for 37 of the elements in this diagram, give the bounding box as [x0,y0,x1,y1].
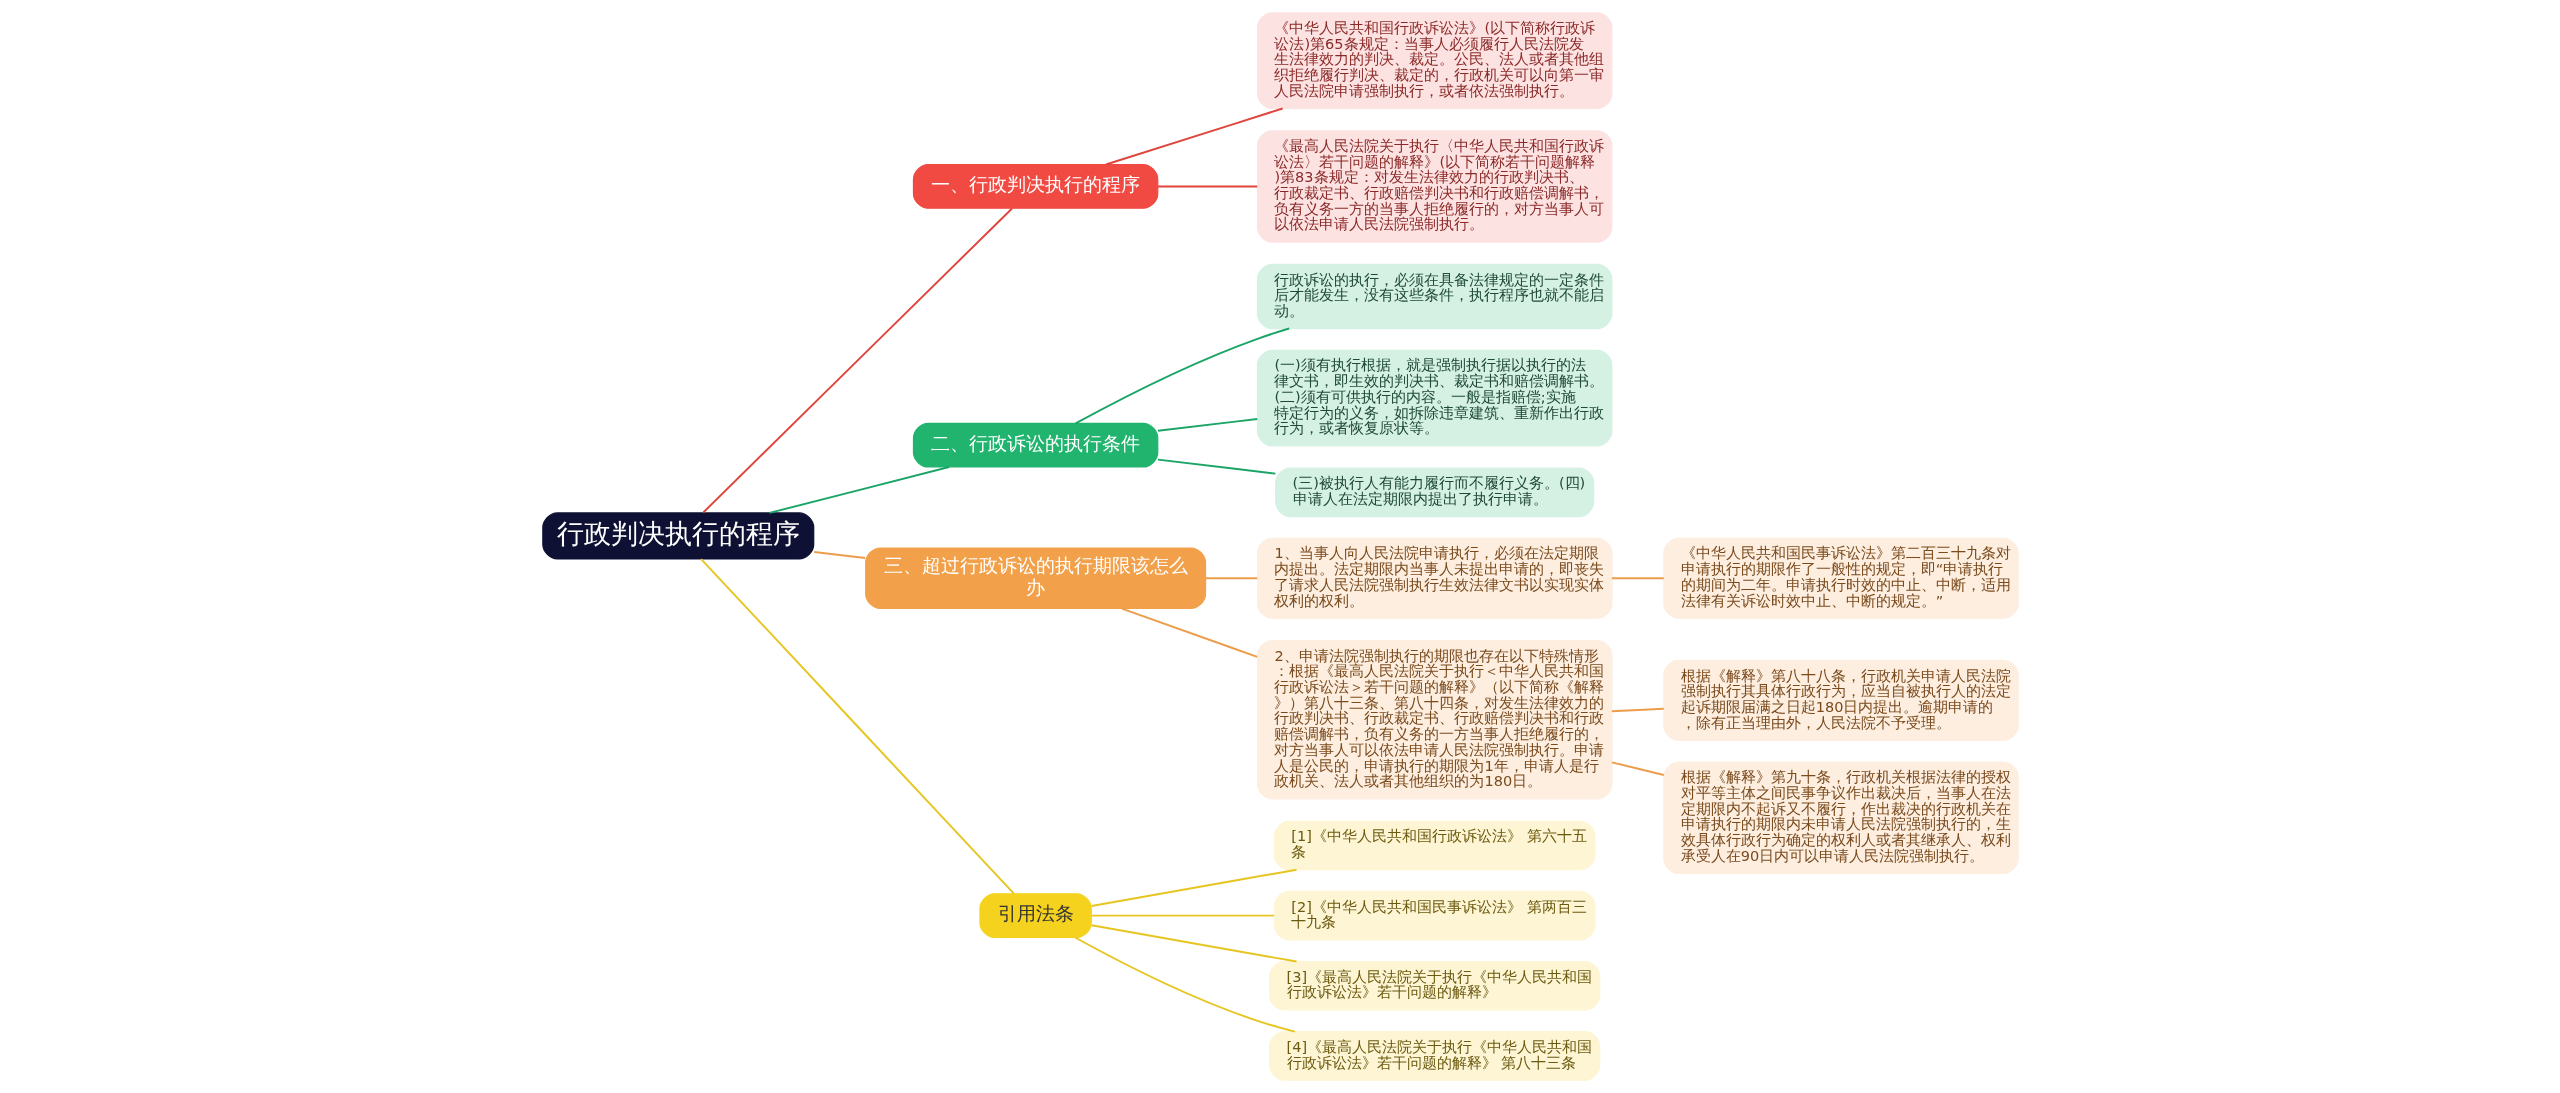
node-box: 行政判决执行的程序 [541,512,814,560]
node-box: 1、当事人向人民法院申请执行，必须在法定期限内提出。法定期限内当事人未提出申请的，即丧失了请求人民法院强制执行生效法律文书以实现实体权利的权利。 [1256,537,1612,619]
node-box: 行政诉讼的执行，必须在具备法律规定的一定条件后才能发生，没有这些条件，执行程序也就不能启动。 [1256,263,1612,330]
connector [812,551,866,560]
connector [1073,936,1296,1033]
connector [1090,914,1275,917]
node-box: 《中华人民共和国民事诉讼法》第二百三十九条对申请执行的期限作了一般性的规定，即“申请执行的期间为二年。申请执行时效的中止、中断，适用法律有关诉讼时效中止、中断的规定。” [1662,537,2019,619]
connector [701,207,1013,514]
node-box: 《最高人民法院关于执行〈中华人民共和国行政诉讼法〉若干问题的解释》(以下简称若干问题解释)第83条规定：对发生法律效力的行政判决书、行政裁定书、行政赔偿判决书和行政赔偿调解书，负有义务一方的当事人拒绝履行的，对方当事人可以依法申请人民法院强制执行。 [1256,130,1612,243]
node-box: 《中华人民共和国行政诉讼法》(以下简称行政诉讼法)第65条规定：当事人必须履行人民法院发生法律效力的判决、裁定。公民、法人或者其他组织拒绝履行判决、裁定的，行政机关可以向第一审人民法院申请强制执行，或者依法强制执行。 [1256,12,1612,110]
connector [1156,458,1276,475]
node-box: 根据《解释》第九十条，行政机关根据法律的授权对平等主体之间民事争议作出裁决后，当事人在法定期限内不起诉又不履行，作出裁决的行政机关在申请执行的期限内未申请人民法院强制执行的，生效具体行政行为确定的权利人或者其继承人、权利承受人在90日内可以申请人民法院强制执行。 [1662,761,2019,874]
node-box: [3]《最高人民法院关于执行《中华人民共和国行政诉讼法》若干问题的解释》 [1268,961,1600,1011]
node-box: 一、行政判决执行的程序 [912,164,1158,209]
node-box: 二、行政诉讼的执行条件 [912,422,1158,468]
node-box: 根据《解释》第八十八条，行政机关申请人民法院强制执行其具体行政行为，应当自被执行人的法定起诉期限届满之日起180日内提出。逾期申请的，除有正当理由外，人民法院不予受理。 [1662,659,2019,741]
connector [1610,707,1665,713]
node-box: 2、申请法院强制执行的期限也存在以下特殊情形：根据《最高人民法院关于执行＜中华人民共和国行政诉讼法＞若干问题的解释》（以下简称《解释》）第八十三条、第八十四条，对发生法律效力的行政判决书、行政裁定书、行政赔偿判决书和行政赔偿调解书，负有义务的一方当事人拒绝履行的，对方当事人可以依法申请人民法院强制执行。申请人是公民的，申请执行的期限为1年，申请人是行政机关、法人或者其他组织的为180日。 [1256,639,1612,800]
connector [1610,761,1665,776]
connector [1610,577,1665,580]
node-box: (三)被执行人有能力履行而不履行义务。(四)申请人在法定期限内提出了执行申请。 [1274,467,1594,518]
connector [768,466,950,514]
node-box: (一)须有执行根据，就是强制执行据以执行的法律文书，即生效的判决书、裁定书和赔偿调解书。(二)须有可供执行的内容。一般是指赔偿;实施特定行为的义务，如拆除违章建筑、重新作出行政行为，或者恢复原状等。 [1256,349,1612,447]
node-box: 三、超过行政诉讼的执行期限该怎么办 [864,547,1206,610]
connector [1090,868,1297,907]
node-box: [1]《中华人民共和国行政诉讼法》 第六十五条 [1273,820,1595,871]
connector [1090,924,1297,963]
connector [1104,107,1284,166]
connector [1156,418,1258,432]
connector [699,558,1015,895]
connector [1156,185,1258,188]
node-box: 引用法条 [978,893,1092,938]
node-box: [2]《中华人民共和国民事诉讼法》 第两百三十九条 [1273,890,1595,941]
connector [1204,577,1258,580]
node-box: [4]《最高人民法院关于执行《中华人民共和国行政诉讼法》若干问题的解释》 第八十三条 [1268,1031,1600,1081]
connector [1120,607,1258,658]
connector [1074,327,1290,425]
